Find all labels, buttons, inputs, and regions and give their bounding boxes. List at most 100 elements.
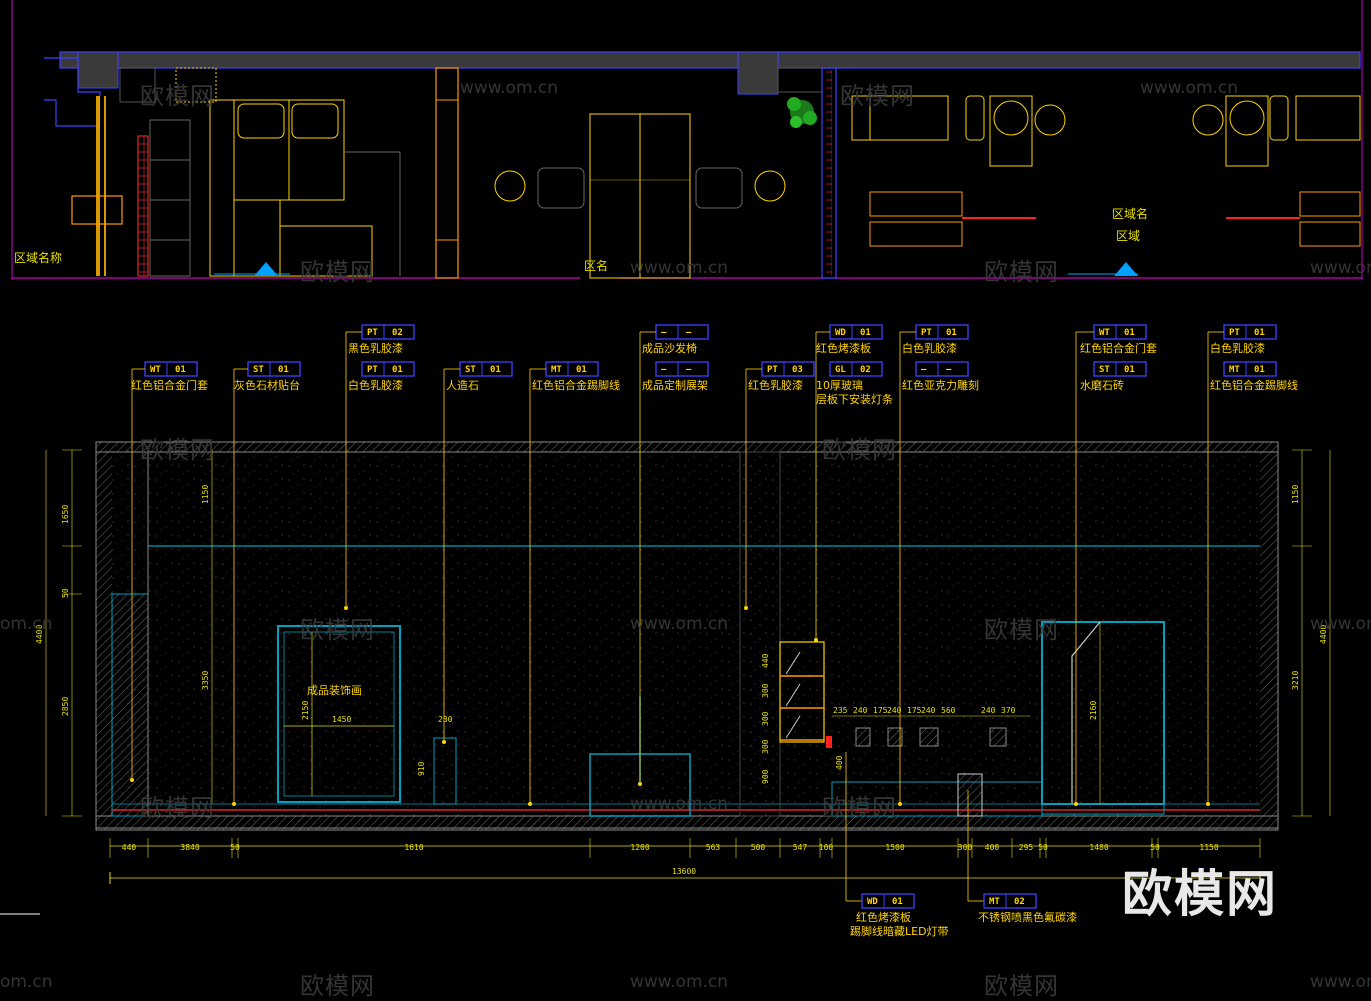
dimension-label: 440 — [761, 653, 770, 668]
leader-dot — [1206, 802, 1210, 806]
tag-label: 白色乳胶漆 — [1210, 341, 1265, 355]
watermark-cn: 欧模网 — [822, 436, 897, 464]
tag-code: GL — [835, 365, 846, 375]
leader-dot — [638, 782, 642, 786]
tag-label: 红色铝合金门套 — [131, 378, 208, 392]
material-tag: ——红色亚克力雕刻 — [902, 361, 979, 392]
tag-code: MT — [551, 365, 562, 375]
dimension-label: 440 — [122, 843, 137, 852]
watermark-cn: 欧模网 — [140, 436, 215, 464]
dimension-label: 2850 — [61, 697, 70, 716]
tag-number: 01 — [1254, 328, 1265, 338]
tag-code: ST — [1099, 365, 1110, 375]
tag-label: 红色铝合金踢脚线 — [532, 378, 620, 392]
tag-number: 02 — [1014, 897, 1025, 907]
tag-code: WT — [150, 365, 161, 375]
watermark-site: www.om.cn — [1140, 78, 1239, 98]
dimension-label: 1480 — [1089, 843, 1108, 852]
dimension-label: 563 — [706, 843, 721, 852]
tag-number: 02 — [392, 328, 403, 338]
watermark-site: www.om.cn — [1310, 614, 1371, 634]
tag-number: 01 — [1124, 365, 1135, 375]
dim-pedestal-height: 910 — [417, 761, 426, 776]
tag-code: PT — [767, 365, 778, 375]
tag-code: PT — [367, 328, 378, 338]
watermark-cn: 欧模网 — [300, 616, 375, 644]
dimension-label: 1610 — [404, 843, 423, 852]
watermark-cn: 欧模网 — [140, 82, 215, 110]
dimension-label: 100 — [819, 843, 834, 852]
dimension-label: 235 — [833, 706, 848, 715]
tag-code: WT — [1099, 328, 1110, 338]
tag-label: 红色烤漆板 — [816, 341, 871, 355]
dim-column-height: 900 — [761, 769, 770, 784]
watermark-cn: 欧模网 — [300, 258, 375, 286]
tag-code: PT — [921, 328, 932, 338]
tag-number: 02 — [860, 365, 871, 375]
leader-dot — [814, 638, 818, 642]
watermark-cn: 欧模网 — [984, 258, 1059, 286]
watermark-cn: 欧模网 — [840, 82, 915, 110]
dimension-label: 240 — [853, 706, 868, 715]
plan-label-left: 区域名称 — [14, 250, 62, 265]
tag-label: 红色乳胶漆 — [748, 378, 803, 392]
dimension-label: 240 — [887, 706, 902, 715]
leader-dot — [130, 778, 134, 782]
watermark-site-short: om.cn — [0, 614, 53, 634]
tag-number: 01 — [576, 365, 587, 375]
tag-code: PT — [1229, 328, 1240, 338]
tag-box — [915, 361, 969, 377]
total-dimension: 13600 — [109, 867, 1261, 884]
dimension-label: 50 — [1150, 843, 1160, 852]
tag-label: 水磨石砖 — [1080, 378, 1124, 392]
dimension-label: 500 — [751, 843, 766, 852]
watermark-site: www.om.cn — [1310, 258, 1371, 278]
tag-code: MT — [989, 897, 1000, 907]
watermark-site: www.om.cn — [630, 614, 729, 634]
dimension-label: 240 — [921, 706, 936, 715]
tag-code: — — [661, 328, 667, 338]
tag-number: 01 — [860, 328, 871, 338]
tag-label-secondary: 踢脚线暗藏LED灯带 — [850, 924, 949, 938]
tag-number: 01 — [175, 365, 186, 375]
tag-label: 红色烤漆板 — [856, 910, 911, 924]
watermark-site: www.om.cn — [630, 258, 729, 278]
watermark-cn: 欧模网 — [140, 794, 215, 822]
tag-box — [655, 361, 709, 377]
tag-number: 01 — [1124, 328, 1135, 338]
tag-label: 灰色石材贴台 — [234, 378, 300, 392]
dim-pedestal-width: 230 — [438, 715, 453, 724]
tag-box — [983, 893, 1037, 909]
tag-code: ST — [253, 365, 264, 375]
tag-number: — — [946, 365, 952, 375]
tag-number: — — [686, 365, 692, 375]
dimension-label: 3210 — [1291, 671, 1300, 690]
watermark-site: www.om.cn — [460, 78, 559, 98]
tag-label: 红色亚克力雕刻 — [902, 378, 979, 392]
tag-label: 成品定制展架 — [642, 378, 708, 392]
watermark-cn: 欧模网 — [822, 794, 897, 822]
dimension-label: 547 — [793, 843, 808, 852]
tag-label: 人造石 — [446, 378, 479, 392]
dimension-label: 50 — [230, 843, 240, 852]
watermark-logo: 欧模网 — [1122, 865, 1278, 923]
tag-number: 01 — [1254, 365, 1265, 375]
tag-label: 红色铝合金门套 — [1080, 341, 1157, 355]
tag-box — [1093, 361, 1147, 377]
leader-dot — [442, 740, 446, 744]
dimension-label: 300 — [761, 739, 770, 754]
leader-dot — [744, 606, 748, 610]
